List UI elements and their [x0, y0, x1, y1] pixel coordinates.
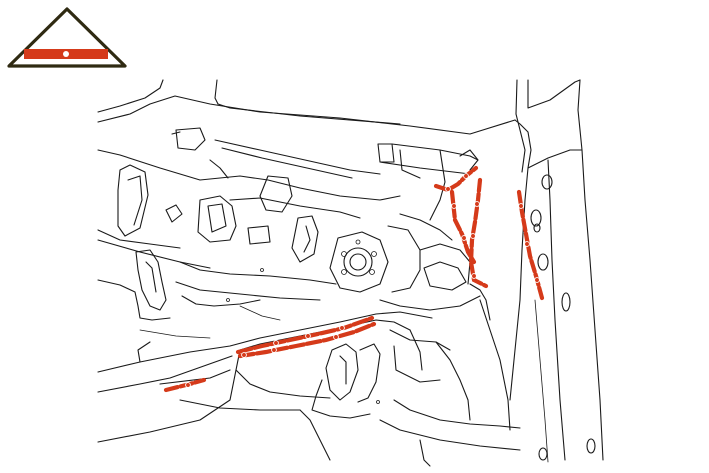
weld-bar-dot: [63, 51, 69, 57]
weld-line-rail-lower: [237, 321, 377, 359]
weld-line-upper-bracket: [433, 165, 479, 193]
weld-line-rail-left: [163, 377, 207, 393]
weld-lines: [163, 165, 545, 393]
weld-line-bracket-right: [468, 177, 489, 289]
weld-line-pillar: [516, 189, 545, 301]
vehicle-body-panel-line-drawing: [97, 79, 604, 467]
weld-line-symbol-icon: [7, 7, 127, 68]
weld-line-rail-upper: [235, 315, 375, 355]
